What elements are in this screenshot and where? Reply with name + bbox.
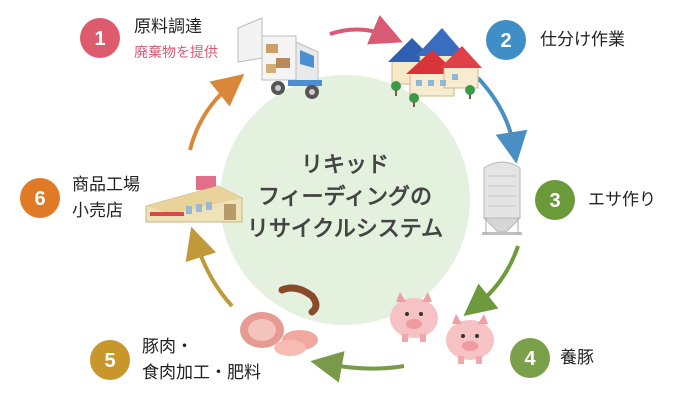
silo-icon [482,161,522,235]
center-title-line-2: フィーディングの [257,185,433,210]
center-circle [220,75,470,325]
step-badge-2: 2 [486,20,526,60]
step-number-1: 1 [94,28,105,50]
truck-icon [237,17,322,99]
step-number-5: 5 [104,350,115,372]
arrow-5-to-6 [185,226,234,308]
meat-icon [240,284,320,356]
step-3-label: エサ作り [588,190,656,210]
arrow-4-to-5 [310,351,405,383]
arrow-2-to-3 [476,76,528,164]
arrow-1-to-2 [329,14,403,45]
center-title: リキッド フィーディングの リサイクルシステム [240,150,450,246]
step-badge-5: 5 [90,340,130,380]
step-number-3: 3 [549,190,560,212]
step-number-6: 6 [34,188,45,210]
pigs-icon [390,292,494,364]
step-badge-6: 6 [20,178,60,218]
step-5-label-line-2: 食肉加工・肥料 [142,363,261,383]
arrow-3-to-4 [463,245,520,316]
step-2-label: 仕分け作業 [540,30,625,50]
arrow-6-to-1 [188,73,245,151]
step-1-label: 原料調達 [134,17,202,37]
step-4-label: 養豚 [560,348,594,368]
step-1-sub: 廃棄物を提供 [134,45,218,61]
step-number-2: 2 [500,30,511,52]
step-badge-1: 1 [80,18,120,58]
step-number-4: 4 [524,348,536,370]
factory-icon [145,176,243,223]
step-5-label-line-1: 豚肉・ [142,337,193,357]
step-6-label-line-2: 小売店 [72,201,123,221]
step-badge-4: 4 [510,338,550,378]
step-badge-3: 3 [535,180,575,220]
center-title-line-3: リサイクルシステム [246,217,444,242]
houses-icon [388,28,482,107]
step-6-label-line-1: 商品工場 [72,175,140,195]
center-title-line-1: リキッド [300,153,389,178]
